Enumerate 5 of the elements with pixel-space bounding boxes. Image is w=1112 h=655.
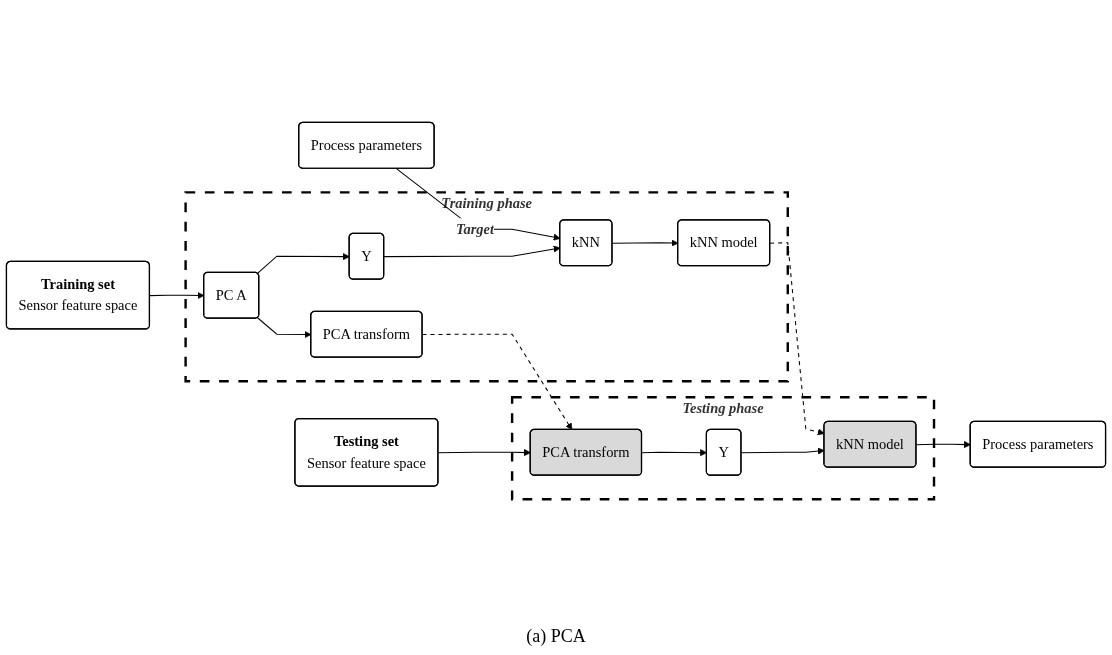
arrow xyxy=(437,449,531,457)
arrow xyxy=(915,441,971,449)
arrow xyxy=(257,253,350,275)
figure-caption: (a) PCA xyxy=(526,626,586,647)
edge-label: Target xyxy=(455,221,495,238)
